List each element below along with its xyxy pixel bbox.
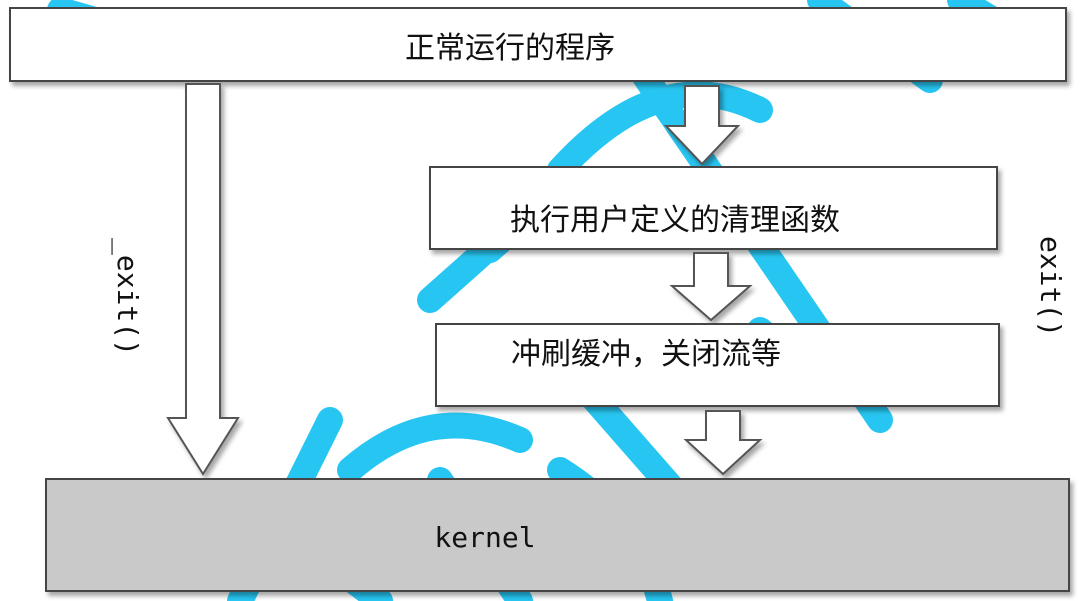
arrow-to-kernel [683, 410, 763, 476]
watermark-stroke [547, 81, 773, 183]
step2-box: 冲刷缓冲，关闭流等 [435, 323, 1000, 407]
right-path-label: exit() [1034, 236, 1067, 337]
kernel-box: kernel [45, 478, 1070, 592]
arrow-to-step1 [663, 85, 741, 166]
kernel-box-label: kernel [434, 521, 535, 554]
left-path-label: _exit() [110, 238, 144, 356]
step1-box: 执行用户定义的清理函数 [429, 166, 998, 250]
top-box: 正常运行的程序 [9, 7, 1067, 82]
step1-box-label: 执行用户定义的清理函数 [510, 203, 840, 238]
arrow-to-step2 [669, 252, 753, 322]
watermark-stroke [337, 412, 533, 483]
step2-box-label: 冲刷缓冲，关闭流等 [511, 337, 781, 372]
left-exit-arrow [166, 83, 240, 476]
top-box-label: 正常运行的程序 [405, 31, 615, 66]
